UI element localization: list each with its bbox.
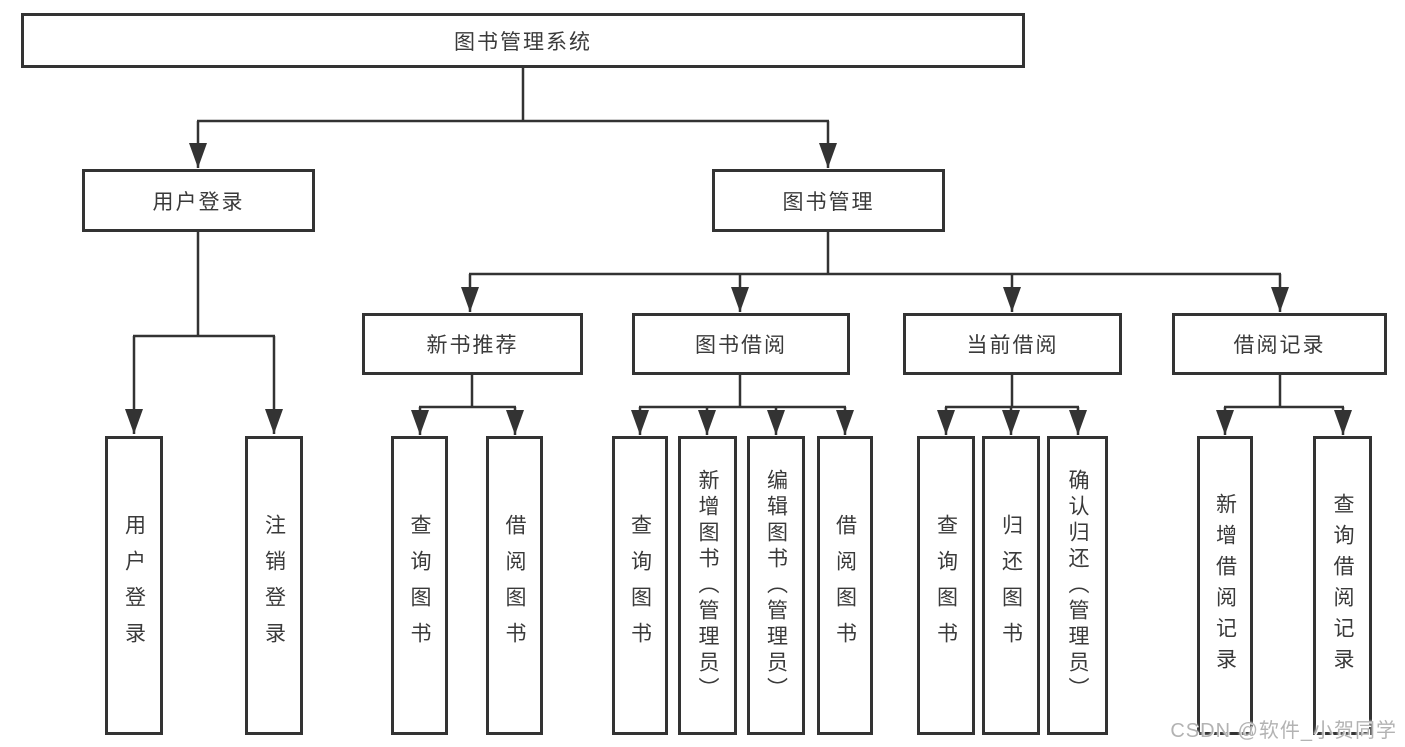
node-records-add-record-label: 新增借阅记录 bbox=[1213, 492, 1237, 679]
node-new-book-recommend-label: 新书推荐 bbox=[426, 334, 519, 357]
node-user-login-leaf-label: 用户登录 bbox=[122, 513, 146, 658]
node-current-return-books-label: 归还图书 bbox=[999, 513, 1023, 658]
node-new-book-recommend: 新书推荐 bbox=[362, 313, 583, 375]
node-current-confirm-return-admin: 确认归还（管理员） bbox=[1047, 436, 1108, 735]
node-recommend-query-books: 查询图书 bbox=[391, 436, 448, 735]
node-user-login-branch: 用户登录 bbox=[82, 169, 315, 232]
node-current-return-books: 归还图书 bbox=[982, 436, 1040, 735]
node-current-borrowing: 当前借阅 bbox=[903, 313, 1122, 375]
node-borrowing-query-books: 查询图书 bbox=[612, 436, 668, 735]
node-borrowing-add-books-admin-label: 新增图书（管理员） bbox=[696, 468, 719, 703]
node-records-add-record: 新增借阅记录 bbox=[1197, 436, 1253, 735]
node-borrowing-records-label: 借阅记录 bbox=[1233, 334, 1326, 357]
node-book-management: 图书管理 bbox=[712, 169, 945, 232]
node-root-system-label: 图书管理系统 bbox=[454, 30, 592, 54]
node-recommend-query-books-label: 查询图书 bbox=[408, 513, 431, 658]
node-borrowing-edit-books-admin-label: 编辑图书（管理员） bbox=[764, 468, 788, 703]
node-logout-label: 注销登录 bbox=[262, 513, 286, 658]
node-root-system: 图书管理系统 bbox=[21, 13, 1025, 68]
node-recommend-borrow-books-label: 借阅图书 bbox=[503, 513, 526, 658]
node-borrowing-add-books-admin: 新增图书（管理员） bbox=[678, 436, 737, 735]
node-book-management-label: 图书管理 bbox=[782, 190, 875, 214]
node-user-login-branch-label: 用户登录 bbox=[152, 190, 245, 214]
node-book-borrowing: 图书借阅 bbox=[632, 313, 850, 375]
csdn-watermark: CSDN @软件_小贺同学 bbox=[1170, 720, 1397, 742]
node-current-borrowing-label: 当前借阅 bbox=[966, 334, 1059, 357]
node-user-login-leaf: 用户登录 bbox=[105, 436, 163, 735]
node-borrowing-records: 借阅记录 bbox=[1172, 313, 1387, 375]
node-current-query-books: 查询图书 bbox=[917, 436, 975, 735]
node-current-confirm-return-admin-label: 确认归还（管理员） bbox=[1066, 468, 1089, 703]
node-current-query-books-label: 查询图书 bbox=[934, 513, 958, 658]
node-records-query-record: 查询借阅记录 bbox=[1313, 436, 1372, 735]
node-logout: 注销登录 bbox=[245, 436, 303, 735]
node-records-query-record-label: 查询借阅记录 bbox=[1331, 492, 1354, 679]
node-recommend-borrow-books: 借阅图书 bbox=[486, 436, 543, 735]
node-borrowing-edit-books-admin: 编辑图书（管理员） bbox=[747, 436, 805, 735]
node-book-borrowing-label: 图书借阅 bbox=[695, 334, 787, 357]
node-borrowing-borrow-books-label: 借阅图书 bbox=[833, 513, 857, 658]
node-borrowing-borrow-books: 借阅图书 bbox=[817, 436, 873, 735]
node-borrowing-query-books-label: 查询图书 bbox=[628, 513, 652, 658]
